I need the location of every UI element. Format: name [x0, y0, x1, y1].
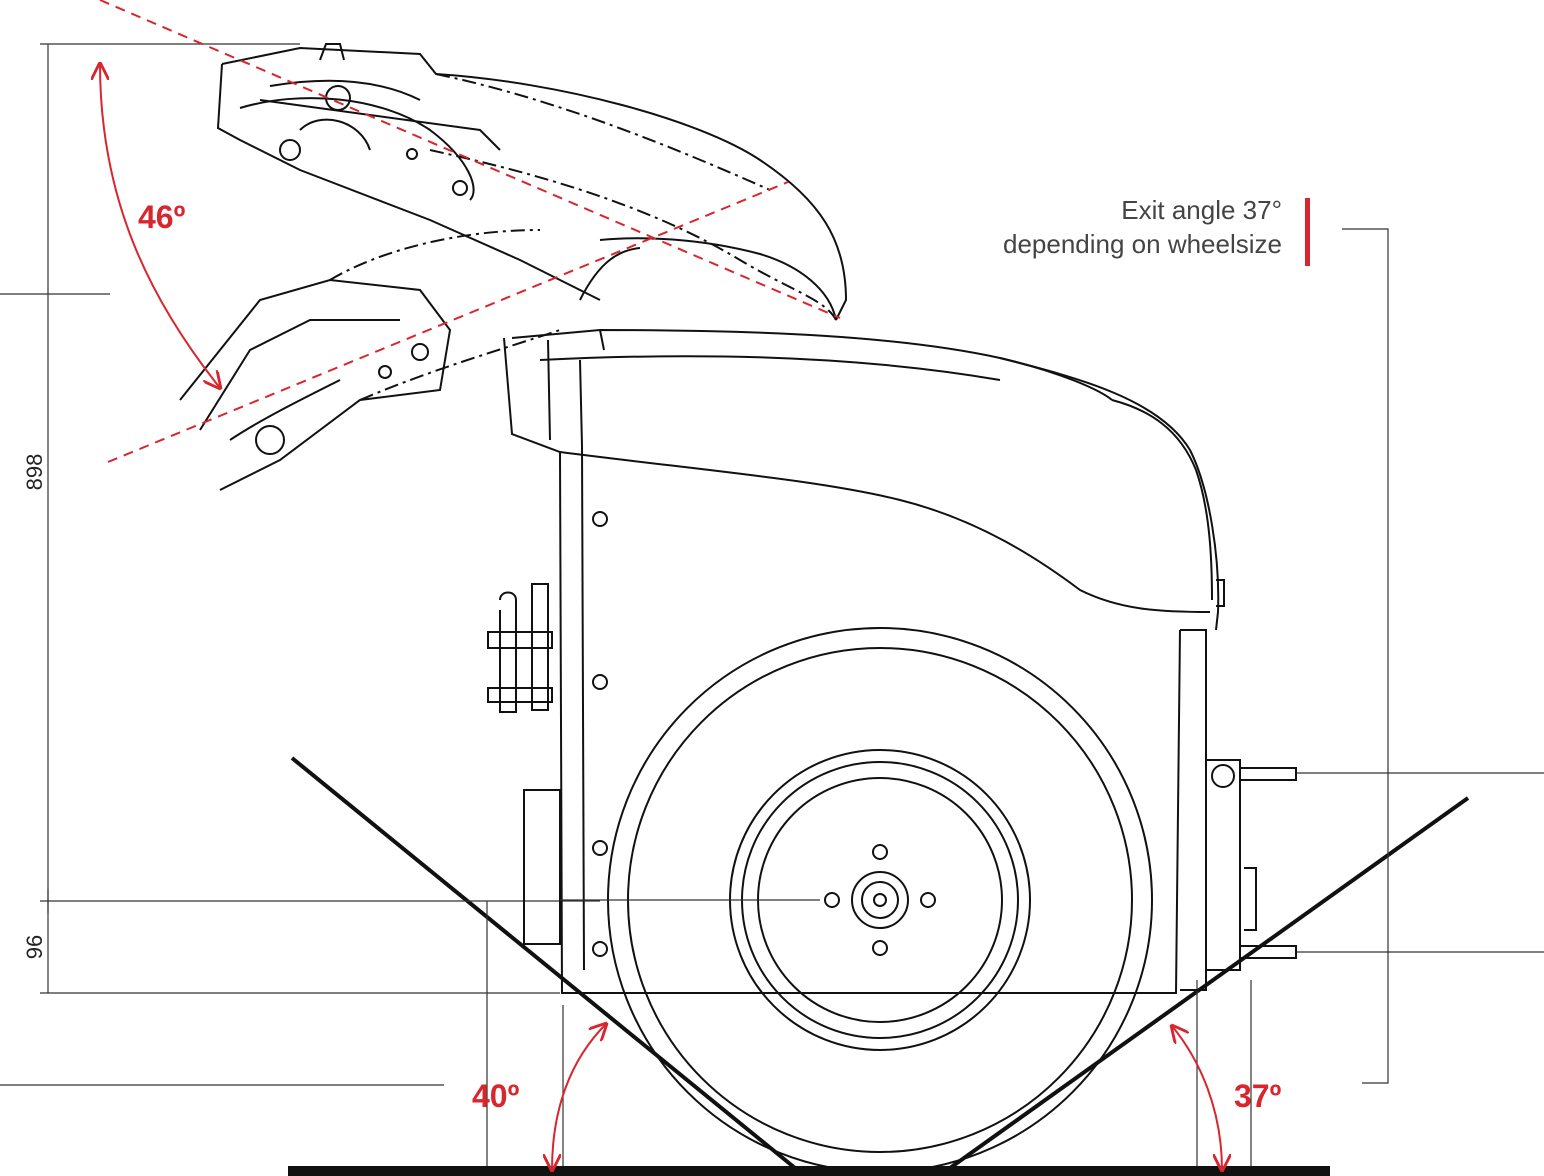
exit-angle-label: 37º: [1234, 1078, 1282, 1114]
exit-angle-arc: [1172, 1026, 1222, 1170]
entry-angle-label: 40º: [472, 1078, 520, 1114]
entry-ramp-line: [290, 756, 797, 1170]
side-bracket: [487, 583, 561, 945]
wheel: [560, 627, 1153, 1173]
handle-angle-arc: [100, 64, 220, 388]
callout-accent-bar: [1305, 198, 1310, 266]
callout-line-1: Exit angle 37°: [1121, 195, 1282, 225]
ground-base: [288, 1166, 1330, 1176]
exit-ramp-line: [948, 796, 1470, 1170]
handle-angle-reference-lines: [99, 0, 841, 463]
right-leader-lines: [1296, 228, 1544, 1084]
handle-assembly: [179, 43, 848, 491]
entry-angle-arc: [552, 1024, 606, 1170]
exit-angle-callout: Exit angle 37° depending on wheelsize: [1003, 193, 1282, 261]
height-dimension-label: 898: [22, 454, 47, 491]
height-dimension: [40, 43, 600, 994]
handle-angle-label: 46º: [138, 199, 186, 235]
chassis-housing: [503, 328, 1297, 994]
offset-dimension-label: 96: [22, 935, 47, 959]
callout-line-2: depending on wheelsize: [1003, 229, 1282, 259]
